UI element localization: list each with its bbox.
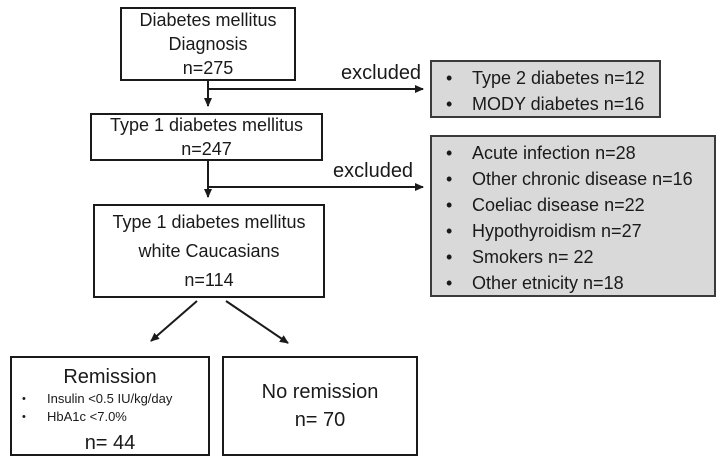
excluded-box-mid: Acute infection n=28 Other chronic disea… <box>430 135 716 297</box>
excluded-mid-item: Coeliac disease n=22 <box>432 192 714 218</box>
excluded-mid-item: Acute infection n=28 <box>432 140 714 166</box>
excluded-label-mid: excluded <box>333 160 414 182</box>
excluded-mid-item: Other chronic disease n=16 <box>432 166 714 192</box>
caucasians-line1: Type 1 diabetes mellitus <box>112 211 306 232</box>
excluded-mid-item: Other etnicity n=18 <box>432 270 714 296</box>
excluded-mid-item: Smokers n= 22 <box>432 244 714 270</box>
t1dm-count: n=247 <box>181 139 232 159</box>
excluded-mid-item: Hypothyroidism n=27 <box>432 218 714 244</box>
excluded-box-top: Type 2 diabetes n=12 MODY diabetes n=16 <box>430 60 661 118</box>
arrow-to-remission <box>150 300 198 342</box>
no-remission-line1: No remission <box>261 381 379 403</box>
box-type1-diabetes: Type 1 diabetes mellitus n=247 <box>90 113 323 161</box>
excluded-top-item: MODY diabetes n=16 <box>432 91 659 117</box>
remission-criterion: Insulin <0.5 IU/kg/day <box>12 390 208 408</box>
excluded-top-item: Type 2 diabetes n=12 <box>432 65 659 91</box>
excluded-label-top: excluded <box>341 62 422 84</box>
box-remission: Remission Insulin <0.5 IU/kg/day HbA1c <… <box>10 356 210 456</box>
diagnosis-count: n=275 <box>182 58 234 78</box>
t1dm-line1: Type 1 diabetes mellitus <box>109 115 304 135</box>
remission-criterion: HbA1c <7.0% <box>12 408 208 426</box>
remission-count: n= 44 <box>84 432 136 454</box>
caucasians-line2: white Caucasians <box>138 240 280 261</box>
box-no-remission: No remission n= 70 <box>222 356 418 456</box>
box-caucasians: Type 1 diabetes mellitus white Caucasian… <box>93 204 325 298</box>
no-remission-count: n= 70 <box>294 409 346 431</box>
remission-title: Remission <box>63 366 157 388</box>
box-diagnosis: Diabetes mellitus Diagnosis n=275 <box>120 7 296 81</box>
diagnosis-line1: Diabetes mellitus <box>139 10 277 30</box>
diagnosis-line2: Diagnosis <box>168 34 248 54</box>
arrow-to-no-remission <box>225 300 289 344</box>
caucasians-count: n=114 <box>184 269 234 290</box>
